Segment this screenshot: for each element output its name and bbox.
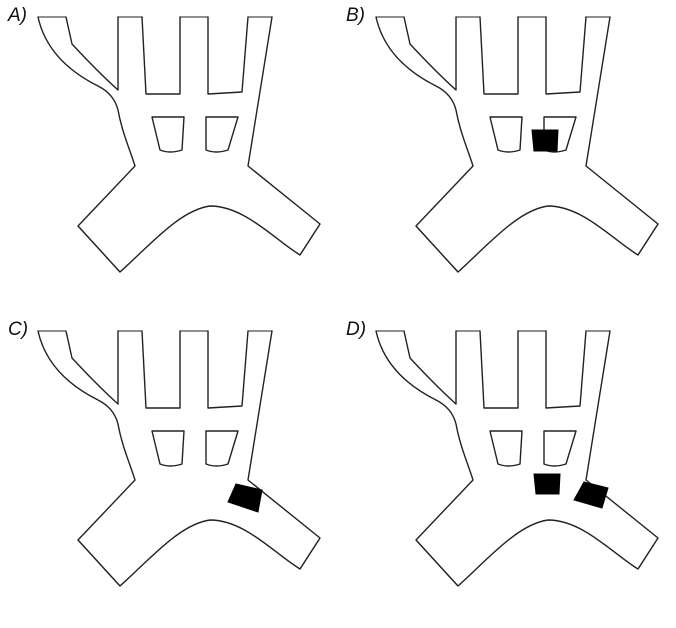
- vessel-diagram-c: [37, 330, 321, 587]
- vessel-diagram-a: [37, 16, 321, 273]
- panel-a: A): [0, 0, 338, 314]
- central-occlusion: [533, 473, 561, 495]
- panel-label-a: A): [8, 5, 27, 26]
- panel-c: C): [0, 314, 338, 628]
- panel-d: D): [338, 314, 676, 628]
- vessel-diagram-d: [375, 330, 659, 587]
- central-occlusion: [531, 129, 559, 152]
- right-branch-occlusion: [573, 481, 609, 509]
- vessel-diagram-b: [375, 16, 659, 273]
- panel-label-c: C): [8, 319, 29, 340]
- panel-label-d: D): [346, 319, 367, 340]
- panel-b: B): [338, 0, 676, 314]
- panel-label-b: B): [346, 5, 365, 26]
- right-branch-occlusion: [227, 483, 263, 513]
